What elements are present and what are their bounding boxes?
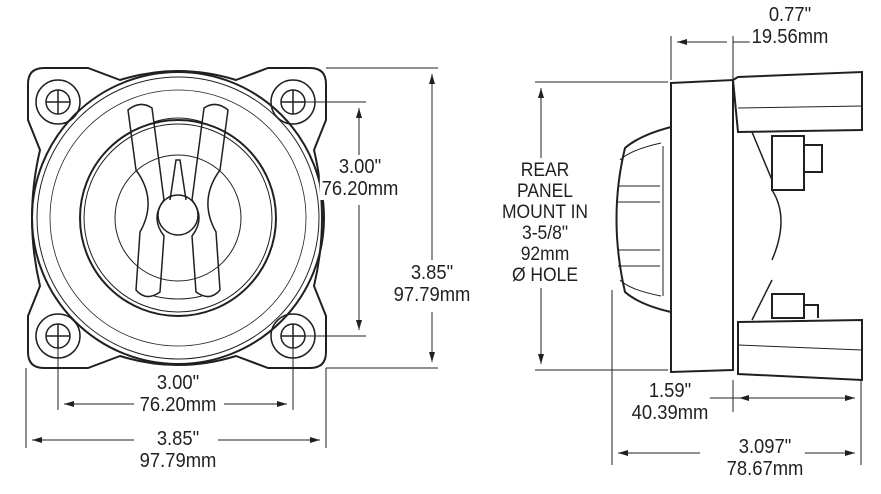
dimension-inch: 3.00" [338, 156, 382, 178]
hole-spacing-vertical-label: 3.00"76.20mm [319, 156, 401, 200]
knob [615, 126, 672, 313]
dimension-mm: 19.56mm [751, 26, 829, 48]
dimension-mm: 97.79mm [139, 450, 217, 472]
side-view [615, 70, 863, 382]
terminal-stud [771, 135, 823, 319]
overall-width-label: 3.85"97.79mm [137, 428, 219, 472]
dimension-mm: 78.67mm [726, 458, 804, 480]
dimension-inch: 0.77" [768, 4, 812, 26]
dimension-inch: 3.097" [738, 436, 792, 458]
side-dimension-lines [535, 36, 862, 465]
dimension-mm: 97.79mm [393, 284, 471, 306]
top-block [731, 70, 863, 134]
note-line: MOUNT IN [501, 202, 589, 223]
front-dimension-lines [25, 67, 438, 448]
note-line: 3-5/8" [521, 223, 569, 244]
note-line: REAR [520, 160, 570, 181]
rear-depth-label: 1.59"40.39mm [629, 380, 711, 424]
note-line: Ø HOLE [511, 265, 579, 286]
mounting-flange [27, 67, 327, 369]
dimension-mm: 40.39mm [631, 402, 709, 424]
dimension-inch: 1.59" [648, 380, 692, 402]
dimension-inch: 3.85" [410, 262, 454, 284]
flange-depth-label: 0.77"19.56mm [749, 4, 831, 48]
overall-height-label: 3.85"97.79mm [391, 262, 473, 306]
dimension-inch: 3.00" [156, 372, 200, 394]
handle [127, 103, 229, 300]
hole-spacing-horizontal-label: 3.00"76.20mm [137, 372, 219, 416]
overall-depth-label: 3.097"78.67mm [724, 436, 806, 480]
front-view [27, 67, 327, 369]
front-bezel [670, 78, 734, 374]
dimension-inch: 3.85" [156, 428, 200, 450]
dimension-mm: 76.20mm [139, 394, 217, 416]
bottom-block [737, 318, 863, 382]
note-line: PANEL [516, 181, 574, 202]
note-line: 92mm [520, 244, 570, 265]
mount-note: REAR PANEL MOUNT IN 3-5/8" 92mm Ø HOLE [500, 160, 590, 286]
dimension-mm: 76.20mm [321, 178, 399, 200]
